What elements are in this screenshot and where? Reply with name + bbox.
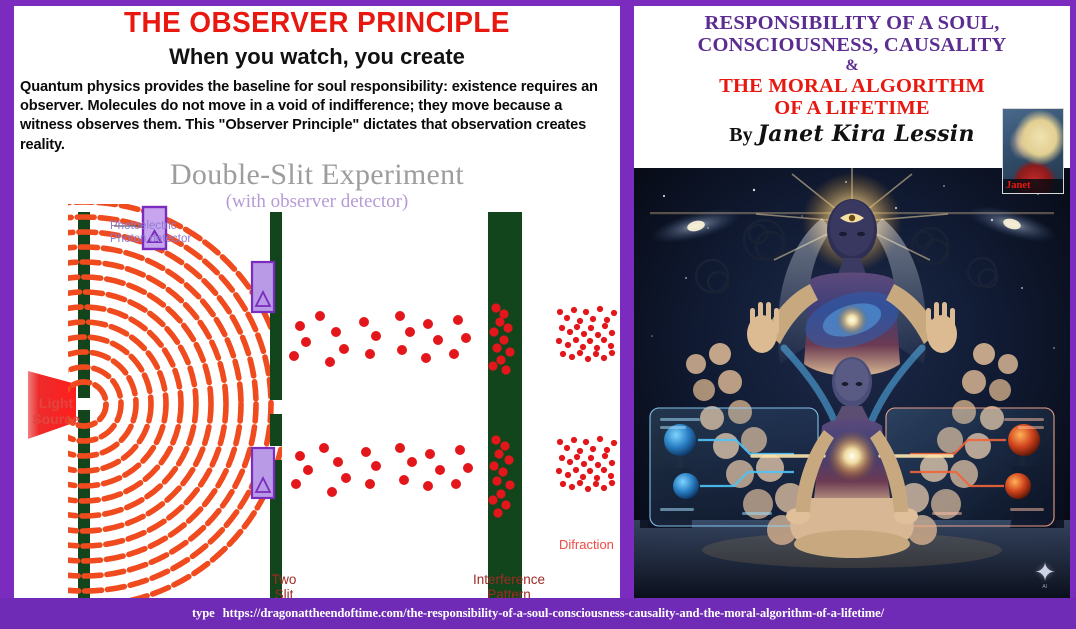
two-slit-label: Two Slit bbox=[271, 572, 297, 598]
page-title: THE OBSERVER PRINCIPLE bbox=[124, 7, 510, 39]
url-prefix: type bbox=[191, 606, 215, 620]
article-title-line-2: CONSCIOUSNESS, CAUSALITY bbox=[697, 34, 1007, 57]
hud-panel-left bbox=[649, 407, 819, 527]
article-title-line-5: OF A LIFETIME bbox=[774, 96, 930, 119]
meditating-figure bbox=[750, 357, 954, 558]
url-bar[interactable]: type https://dragonattheendoftime.com/the… bbox=[0, 598, 1076, 629]
article-title-block: RESPONSIBILITY OF A SOUL, CONSCIOUSNESS,… bbox=[634, 6, 1070, 194]
impact-cluster-upper bbox=[488, 303, 515, 375]
hud-panel-right bbox=[885, 407, 1055, 527]
nebula-tangles bbox=[694, 218, 999, 294]
double-slit-diagram: Photoelectric Photon detector Light Sour… bbox=[14, 204, 620, 598]
article-title-line-4: THE MORAL ALGORITHM bbox=[719, 74, 985, 97]
difraction-band-upper bbox=[555, 305, 618, 363]
byline-prefix: By bbox=[729, 123, 753, 146]
article-title-ampersand: & bbox=[845, 57, 859, 75]
difraction-band-lower bbox=[555, 435, 618, 493]
difraction-label: Difraction bbox=[559, 537, 614, 552]
particle-stream-upper bbox=[289, 311, 471, 367]
particle-stream-lower bbox=[291, 443, 473, 497]
watermark-label: AI bbox=[1042, 584, 1048, 590]
detection-screen bbox=[488, 212, 522, 598]
right-panel: RESPONSIBILITY OF A SOUL, CONSCIOUSNESS,… bbox=[634, 6, 1070, 598]
author-photo-inset: Janet bbox=[1002, 108, 1064, 194]
observer-detector-upper bbox=[250, 260, 276, 314]
author-photo-caption: Janet bbox=[1003, 178, 1063, 193]
impact-cluster-lower bbox=[488, 435, 515, 518]
interference-pattern-label: Interference Pattern bbox=[472, 572, 546, 598]
light-source-emitter bbox=[28, 371, 76, 439]
double-slit-barrier-top bbox=[270, 212, 282, 400]
diagram-subtitle: (with observer detector) bbox=[225, 190, 409, 212]
galaxy-left bbox=[651, 209, 741, 243]
left-panel: THE OBSERVER PRINCIPLE When you watch, y… bbox=[14, 6, 620, 598]
light-source-label: Light Source bbox=[32, 395, 80, 427]
cosmic-artwork: ✦ AI bbox=[634, 168, 1070, 598]
article-url[interactable]: https://dragonattheendoftime.com/the-res… bbox=[222, 606, 885, 620]
ai-watermark: ✦ AI bbox=[1030, 556, 1060, 590]
detector-legend-icon bbox=[114, 205, 168, 251]
url-text[interactable]: type https://dragonattheendoftime.com/the… bbox=[192, 606, 884, 621]
sparkle-icon: ✦ bbox=[1034, 556, 1056, 587]
wavefront-arcs bbox=[68, 204, 282, 598]
observer-detector-lower bbox=[250, 446, 276, 500]
intro-paragraph: Quantum physics provides the baseline fo… bbox=[20, 78, 598, 153]
page-subtitle: When you watch, you create bbox=[169, 43, 465, 69]
diagram-title: Double-Slit Experiment bbox=[169, 158, 465, 192]
galaxy-right bbox=[967, 206, 1057, 242]
ascended-figure bbox=[747, 199, 957, 440]
byline-author: Janet Kira Lessin bbox=[757, 120, 975, 147]
photon-detector-label: Photoelectric Photon detector bbox=[110, 220, 192, 245]
article-title-line-1: RESPONSIBILITY OF A SOUL, bbox=[704, 12, 1000, 34]
double-slit-barrier-middle bbox=[270, 414, 282, 446]
byline: By Janet Kira Lessin bbox=[638, 121, 1066, 147]
